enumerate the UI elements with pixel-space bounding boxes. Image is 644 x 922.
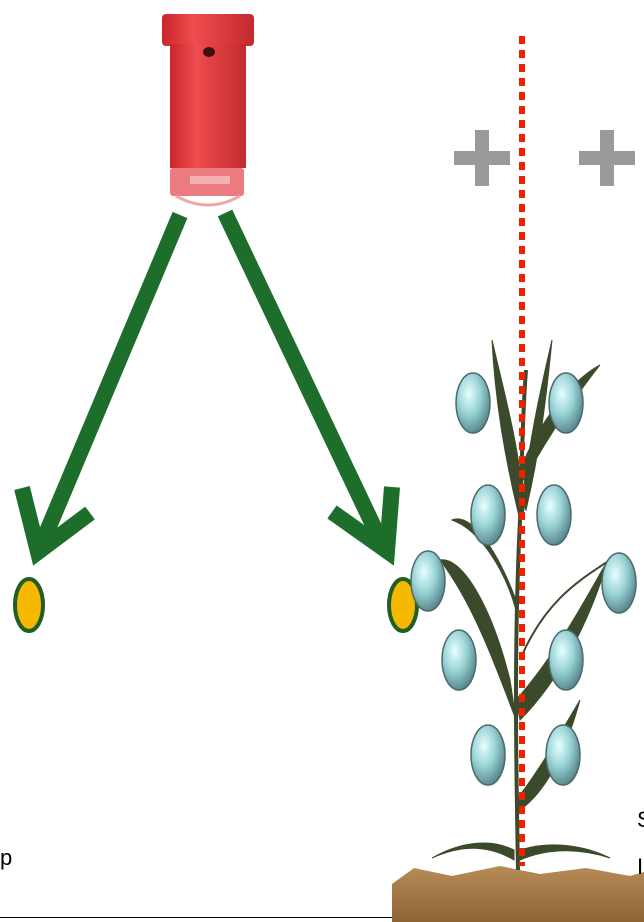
droplet-icon xyxy=(601,552,637,614)
droplet-icon xyxy=(536,484,572,546)
spray-nozzle-icon xyxy=(162,14,254,207)
droplets xyxy=(410,372,637,786)
droplet-icon xyxy=(545,724,581,786)
droplet-icon xyxy=(470,484,506,546)
plus-icon xyxy=(454,130,510,186)
plus-icon xyxy=(579,130,635,186)
droplet-icon xyxy=(410,550,446,612)
droplet-icon xyxy=(548,629,584,691)
yellow-spot-left xyxy=(13,577,45,633)
down-arrow-icon xyxy=(14,209,400,566)
left-text-fragment: p xyxy=(0,845,13,870)
droplet-icon xyxy=(548,372,584,434)
bottom-rule xyxy=(0,917,392,918)
right-text-fragment-bottom: I xyxy=(637,854,644,879)
droplet-icon xyxy=(441,629,477,691)
right-text-fragment-top: S xyxy=(637,809,644,831)
soil xyxy=(392,866,644,922)
droplet-icon xyxy=(455,372,491,434)
droplet-icon xyxy=(470,724,506,786)
